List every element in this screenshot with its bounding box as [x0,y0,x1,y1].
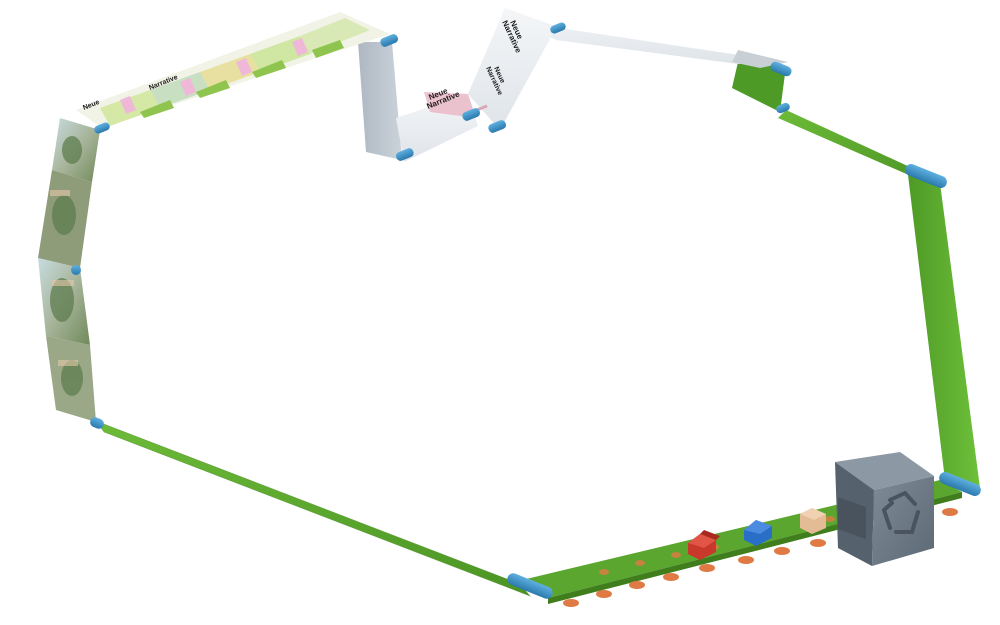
roller-zig-1 [395,148,414,161]
roller-zig-3 [488,120,507,133]
bottom-left-belt [95,420,531,597]
conveyor-blocks [688,508,826,560]
roller-zig-2 [462,108,481,121]
left-art-belt [38,118,100,422]
roller-top-left-1 [94,122,110,134]
poster-zigzag: Neue Narrative Neue Narrative Neue Narra… [358,8,556,162]
roller-top-right [770,61,792,77]
roller-upper-right [905,164,947,188]
poster-art-tiles [100,18,370,126]
roller-left-mid [71,265,81,275]
right-vertical-belt [908,175,980,488]
roller-top-left-2 [380,34,399,47]
top-left-poster-belt: Neue Narrative [76,12,390,128]
tan-block [800,508,826,534]
roller-left-low [90,417,104,429]
roller-lower-right [939,472,981,496]
roller-mid-right [776,102,790,114]
recycle-icon [881,490,920,534]
blue-house-block [744,520,772,546]
recycling-machine [835,452,934,566]
upper-right-belt [732,62,934,186]
red-house-block [688,530,720,560]
rollers [71,22,981,599]
roller-bottom [507,573,553,599]
roller-top-1 [550,22,566,34]
